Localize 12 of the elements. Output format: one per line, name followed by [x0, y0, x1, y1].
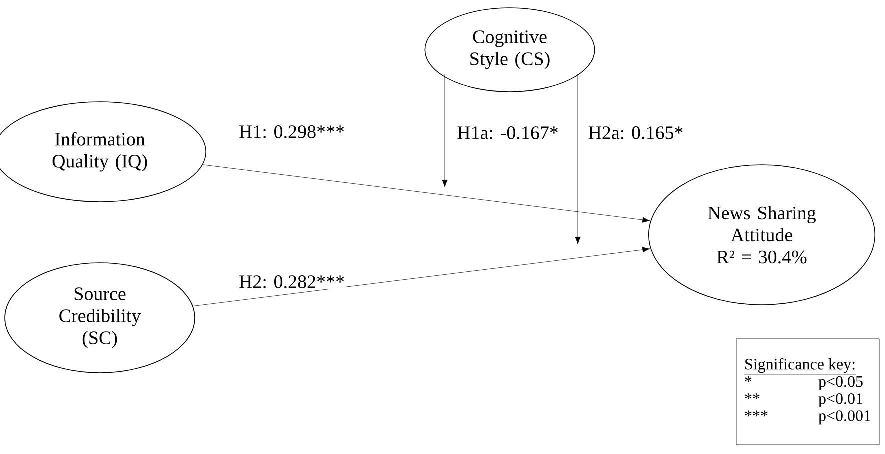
edge-label: H2: 0.282***: [238, 274, 346, 290]
arrow: [193, 247, 650, 306]
significance-key-box: Significance key: * p<0.05 ** p<0.01 *** p<0.001: [736, 338, 880, 446]
ellipse-node: Source Credibility (SC): [4, 262, 196, 374]
arrow: [202, 164, 650, 223]
arrow: [442, 74, 448, 188]
ellipse-node: Cognitive Style (CS): [424, 8, 596, 92]
edge-label: H1a: -0.167*: [456, 126, 560, 140]
arrow: [575, 74, 581, 244]
edge-label: H1: 0.298***: [238, 124, 346, 140]
ellipse-node: News Sharing Attitude R² = 30.4%: [648, 164, 876, 306]
edge-label: H2a: 0.165*: [587, 126, 685, 140]
